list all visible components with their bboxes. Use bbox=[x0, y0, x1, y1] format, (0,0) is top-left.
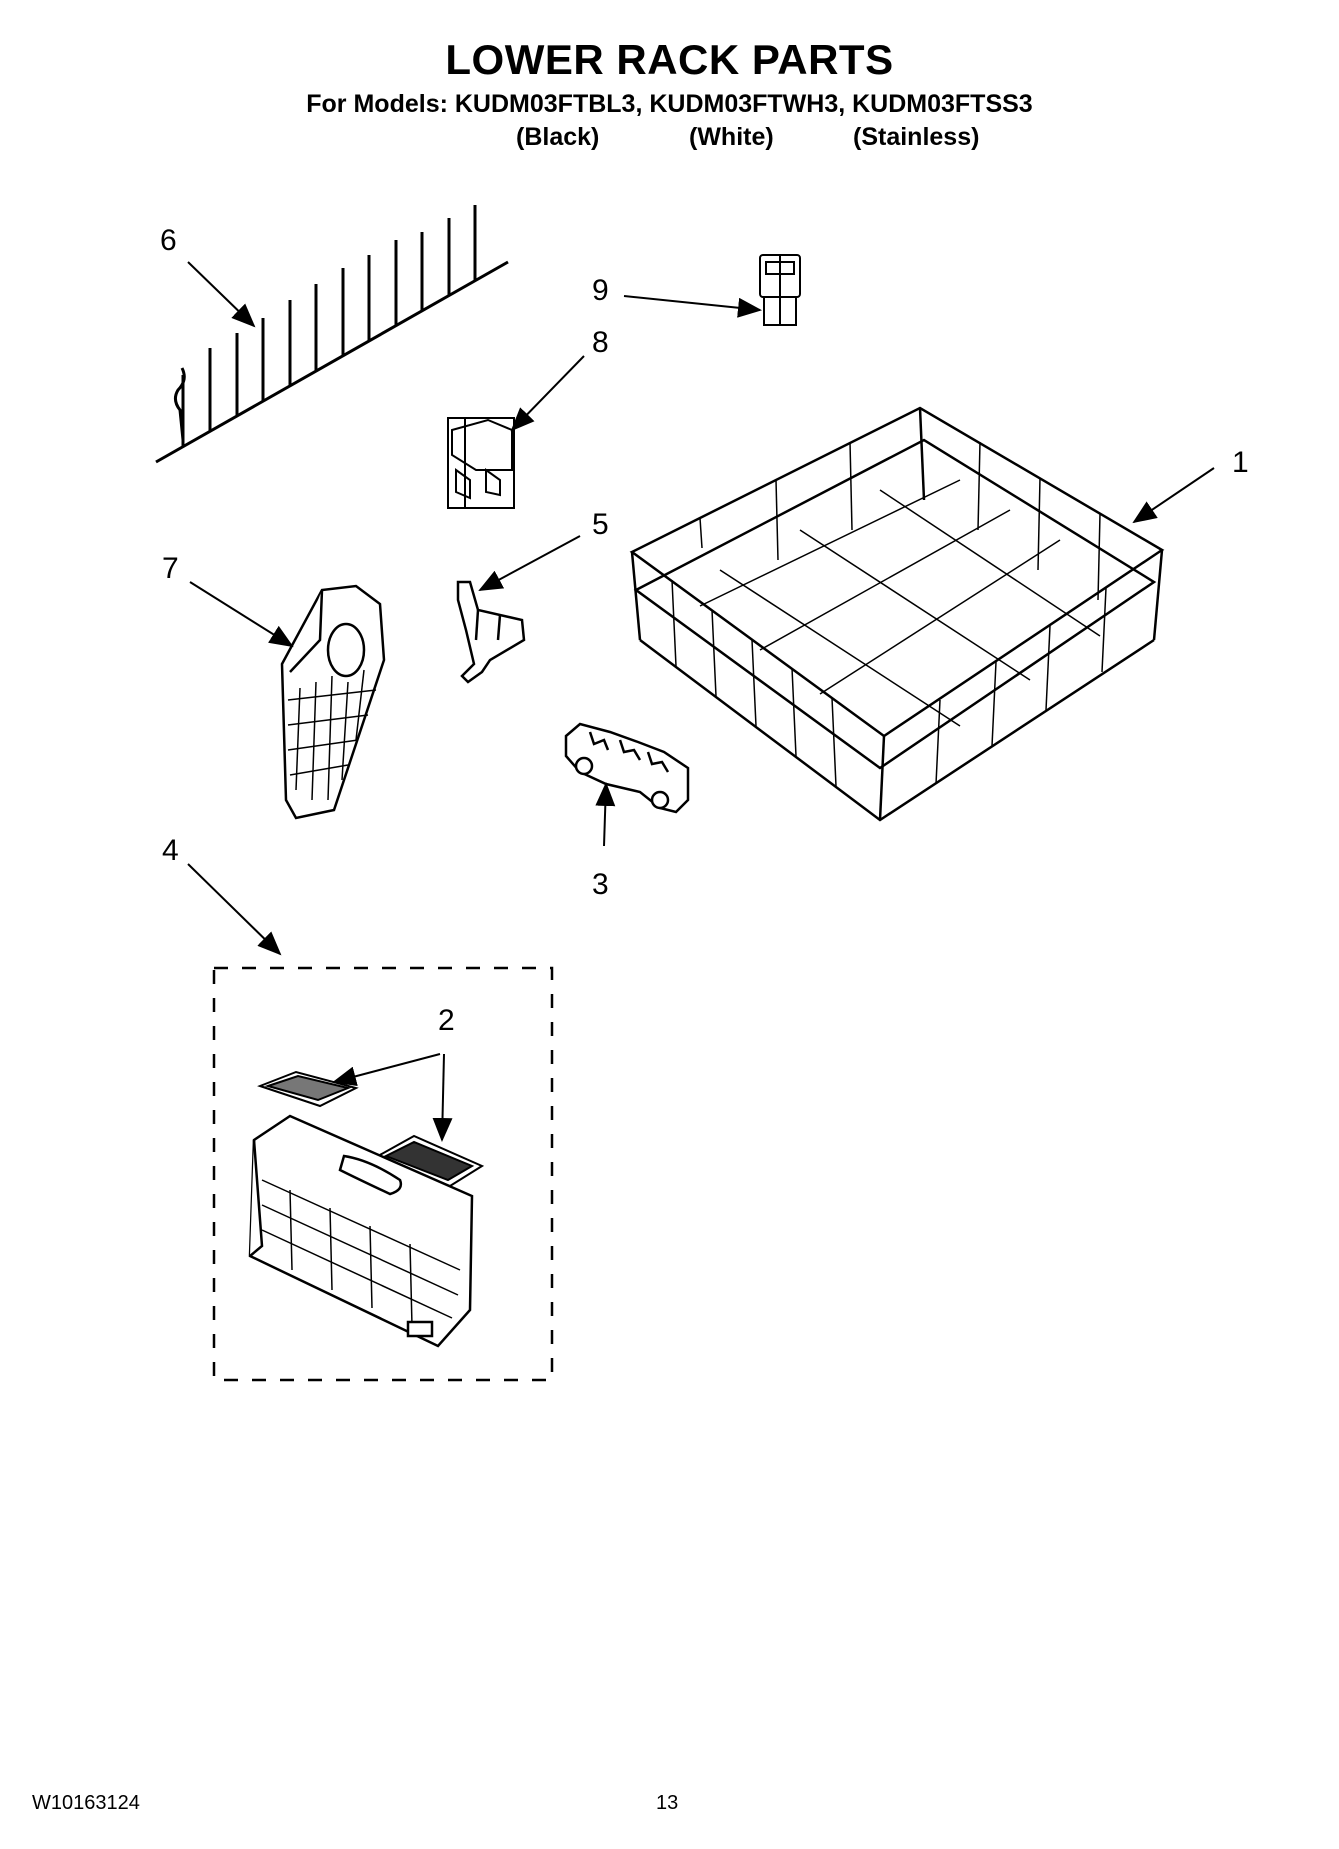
clip-part-9 bbox=[759, 254, 801, 326]
callout-3: 3 bbox=[592, 868, 609, 901]
page-number: 13 bbox=[656, 1792, 679, 1814]
tine-row-part-6 bbox=[155, 205, 509, 464]
variant-black: (Black) bbox=[516, 123, 600, 151]
callout-7: 7 bbox=[162, 552, 179, 585]
callout-2: 2 bbox=[438, 1004, 455, 1037]
callout-4: 4 bbox=[162, 834, 179, 867]
basket-cover-part-2 bbox=[257, 1070, 485, 1188]
silverware-basket bbox=[248, 1114, 474, 1348]
callout-1: 1 bbox=[1232, 446, 1249, 479]
document-number: W10163124 bbox=[32, 1792, 140, 1814]
callout-6: 6 bbox=[160, 224, 177, 257]
silverware-basket-assembly-box-part-4 bbox=[212, 966, 554, 1382]
page-title: LOWER RACK PARTS bbox=[445, 36, 894, 83]
callout-8: 8 bbox=[592, 326, 609, 359]
callout-9: 9 bbox=[592, 274, 609, 307]
roller-part-3 bbox=[564, 722, 690, 814]
models-line: For Models: KUDM03FTBL3, KUDM03FTWH3, KU… bbox=[306, 90, 1033, 118]
lower-rack-part-1 bbox=[629, 406, 1165, 822]
hook-part-5 bbox=[456, 580, 526, 684]
variant-white: (White) bbox=[689, 123, 774, 151]
variant-stainless: (Stainless) bbox=[853, 123, 980, 151]
small-basket-part-7 bbox=[280, 584, 386, 820]
bracket-part-8 bbox=[447, 417, 515, 509]
callout-5: 5 bbox=[592, 508, 609, 541]
leader-arrows bbox=[187, 261, 1215, 1142]
